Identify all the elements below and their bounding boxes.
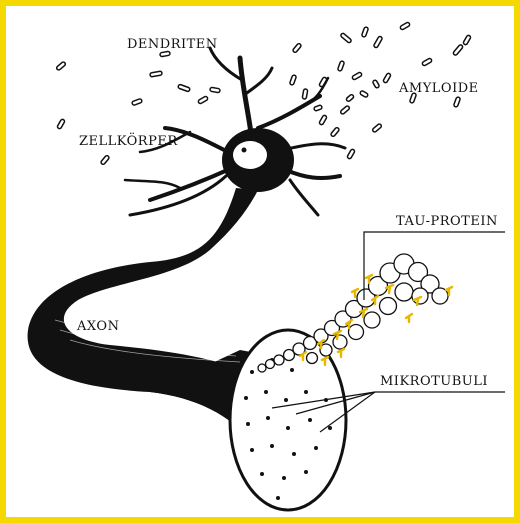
nucleus — [233, 141, 267, 169]
label-zellkoerper: ZELLKÖRPER — [79, 132, 178, 149]
microtubule-strand — [258, 254, 448, 372]
label-axon: AXON — [76, 319, 119, 334]
label-dendriten: DENDRITEN — [127, 37, 218, 52]
diagram-frame: DENDRITEN AMYLOIDE ZELLKÖRPER TAU-PROTEI… — [6, 6, 514, 517]
leader-lines — [272, 232, 505, 432]
cell-body — [222, 128, 294, 192]
label-tau-protein: TAU-PROTEIN — [396, 214, 498, 229]
neuron-diagram: DENDRITEN AMYLOIDE ZELLKÖRPER TAU-PROTEI… — [6, 6, 514, 517]
label-amyloide: AMYLOIDE — [398, 81, 479, 96]
label-mikrotubuli: MIKROTUBULI — [380, 374, 488, 389]
